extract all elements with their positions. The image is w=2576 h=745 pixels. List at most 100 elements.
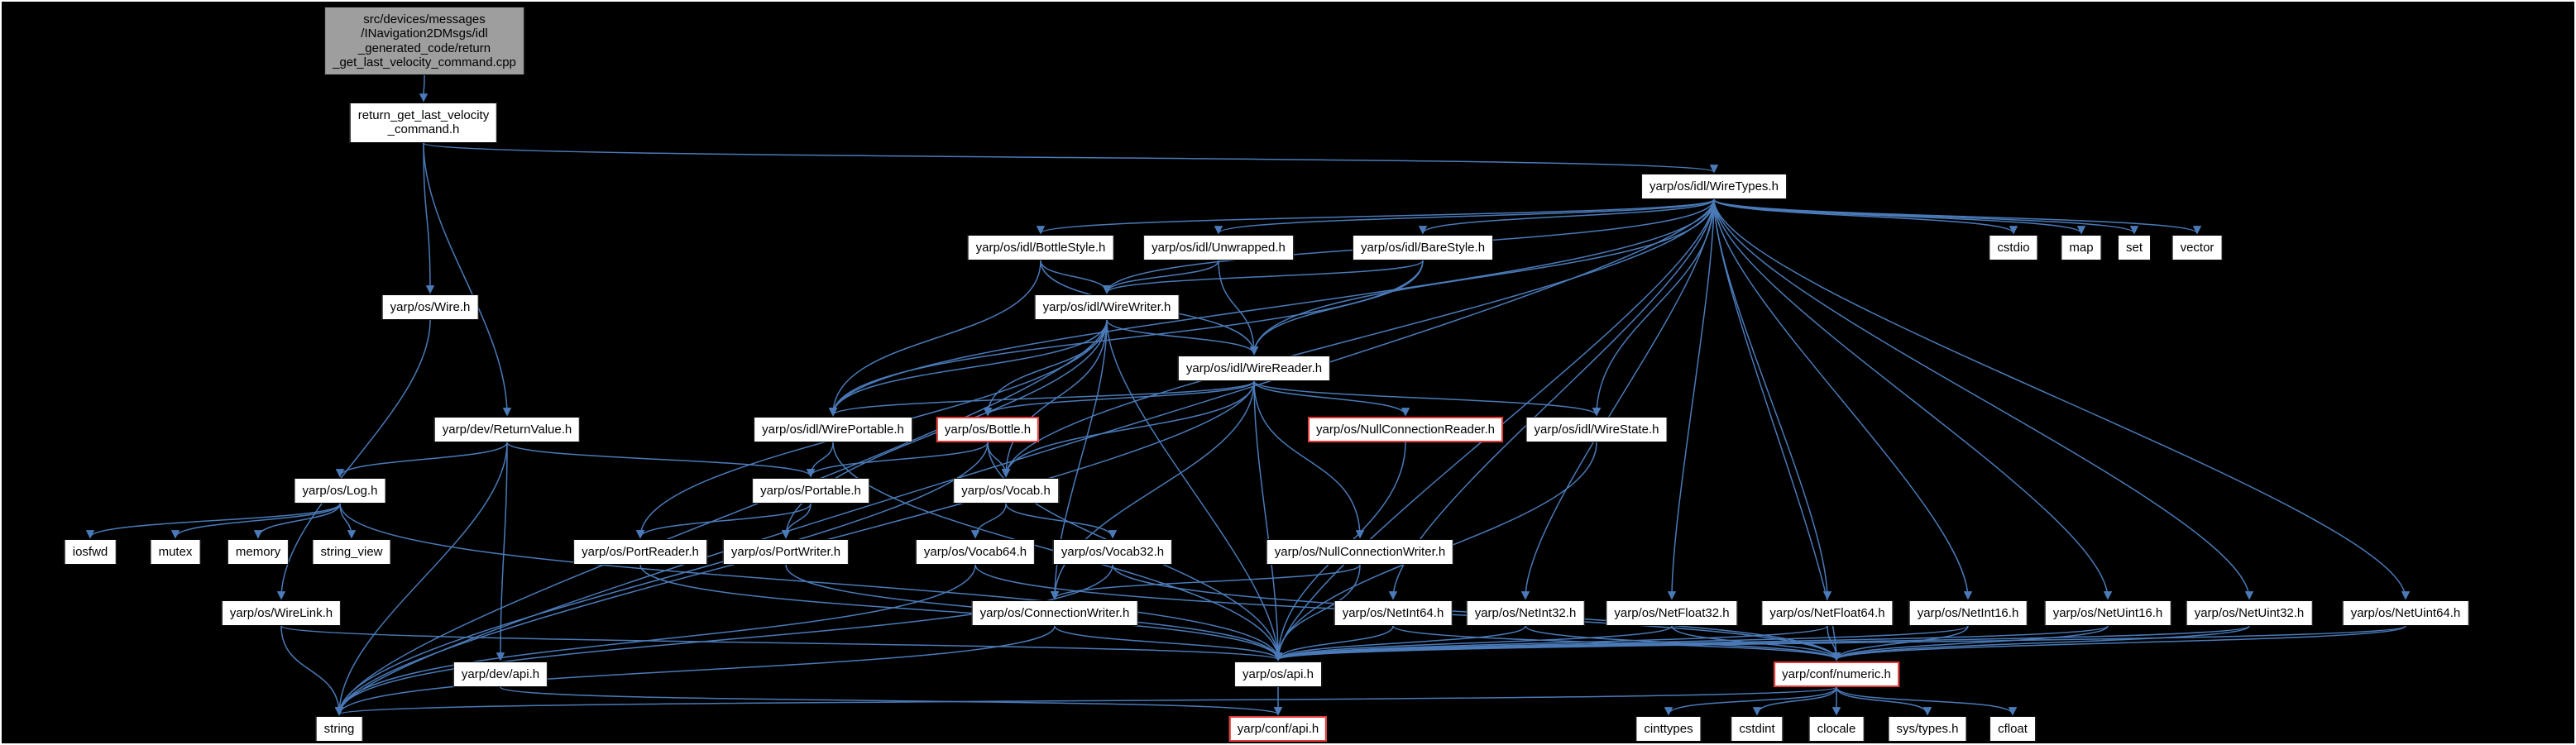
include-edge-wiretypes--netuint16 [1713,198,2113,600]
graph-node-cfloat[interactable]: cfloat [1989,716,2036,743]
include-edge-bottle--portable [806,442,989,478]
graph-node-portable[interactable]: yarp/os/Portable.h [752,478,869,504]
include-edge-numeric--cstdint [1752,686,1837,716]
graph-node-wirewriter[interactable]: yarp/os/idl/WireWriter.h [1034,294,1180,321]
graph-node-devapi[interactable]: yarp/dev/api.h [452,661,548,688]
graph-node-systypes[interactable]: sys/types.h [1888,716,1967,743]
include-edge-returnvalue--portable [506,442,816,478]
include-edge-return_h--wiretypes [423,142,1718,174]
include-edge-bottlestyle--wirewriter [1040,260,1112,294]
graph-node-netfloat32[interactable]: yarp/os/NetFloat32.h [1606,600,1738,627]
include-edge-wiretypes--wirereader [1249,198,1715,356]
include-edge-wirewriter--osapi [1106,319,1283,661]
graph-node-portwriter[interactable]: yarp/os/PortWriter.h [722,539,850,566]
graph-node-bottle[interactable]: yarp/os/Bottle.h [936,417,1040,443]
graph-node-connwriter[interactable]: yarp/os/ConnectionWriter.h [971,600,1138,627]
graph-node-string[interactable]: string [315,716,363,743]
graph-node-bottlestyle[interactable]: yarp/os/idl/BottleStyle.h [967,235,1114,261]
graph-node-netint32[interactable]: yarp/os/NetInt32.h [1466,600,1585,627]
include-edge-return_h--wire [423,142,435,294]
include-edge-wiretypes--cstdio [1713,198,2018,235]
include-edge-wiretypes--netuint32 [1713,198,2254,600]
include-edge-wiretypes--netint16 [1713,198,1973,600]
graph-node-returnvalue[interactable]: yarp/dev/ReturnValue.h [433,417,581,443]
include-edge-wiretypes--unwrapped [1214,198,1715,235]
include-edge-wirereader--osapi [1253,380,1283,661]
graph-node-netuint16[interactable]: yarp/os/NetUint16.h [2044,600,2171,627]
graph-node-wirestate[interactable]: yarp/os/idl/WireState.h [1525,417,1668,443]
graph-node-wire[interactable]: yarp/os/Wire.h [381,294,479,321]
include-edge-barestyle--wirewriter [1102,260,1424,294]
graph-node-osapi[interactable]: yarp/os/api.h [1234,661,1322,688]
graph-node-mutex[interactable]: mutex [150,539,201,566]
include-edge-bottle--string [334,442,989,716]
include-edge-netfloat64--osapi [1274,625,1828,661]
include-edge-log--mutex [170,503,341,539]
graph-node-string_view[interactable]: string_view [312,539,391,566]
include-edge-vocab64--string [334,564,976,716]
graph-node-numeric[interactable]: yarp/conf/numeric.h [1774,661,1899,688]
include-edge-barestyle--wirereader [1249,260,1424,356]
include-edge-wirereader--bottle [983,380,1255,417]
graph-node-vector[interactable]: vector [2171,235,2223,261]
include-edge-wiretypes--numeric [1713,198,1841,661]
graph-node-clocale[interactable]: clocale [1808,716,1865,743]
include-edge-wiretypes--wirestate [1592,198,1715,417]
include-edge-wirelink--string [280,625,344,716]
graph-node-map[interactable]: map [2061,235,2102,261]
include-edge-returnvalue--devapi [496,442,508,661]
graph-node-netuint64[interactable]: yarp/os/NetUint64.h [2342,600,2469,627]
graph-node-confapi[interactable]: yarp/conf/api.h [1228,716,1328,743]
include-edge-wirelink--osapi [280,625,1282,661]
include-edge-wiretypes--vector [1713,198,2202,235]
include-edge-returnvalue--string [334,442,508,716]
graph-node-barestyle[interactable]: yarp/os/idl/BareStyle.h [1352,235,1494,261]
include-edge-wiretypes--barestyle [1418,198,1715,235]
include-edge-vocab32--string [334,564,1113,716]
include-edge-wiretypes--bottlestyle [1037,198,1715,235]
include-edge-wiretypes--vocab [1001,198,1715,478]
include-edge-devapi--confapi [500,686,1282,716]
graph-node-cstdio[interactable]: cstdio [1989,235,2038,261]
graph-node-nullconnwriter[interactable]: yarp/os/NullConnectionWriter.h [1266,539,1454,566]
include-edge-netuint32--numeric [1831,625,2250,661]
graph-node-iosfwd[interactable]: iosfwd [64,539,117,566]
include-edge-nullconnwriter--osapi [1273,564,1361,661]
graph-node-memory[interactable]: memory [227,539,290,566]
include-edge-wirereader--wirestate [1253,380,1602,417]
include-edge-log--memory [253,503,341,539]
graph-node-wirelink[interactable]: yarp/os/WireLink.h [221,600,342,627]
graph-node-cpp[interactable]: src/devices/messages /INavigation2DMsgs/… [324,7,524,75]
include-edge-wirereader--nullconnwriter [1253,380,1365,539]
include-edge-wiretypes--string [334,198,1715,716]
include-edge-bottlestyle--wireportable [828,260,1041,417]
graph-node-vocab32[interactable]: yarp/os/Vocab32.h [1052,539,1173,566]
graph-node-wirereader[interactable]: yarp/os/idl/WireReader.h [1177,356,1331,382]
graph-node-cstdint[interactable]: cstdint [1731,716,1784,743]
graph-node-set[interactable]: set [2117,235,2152,261]
graph-node-netint64[interactable]: yarp/os/NetInt64.h [1333,600,1453,627]
graph-node-nullconnreader[interactable]: yarp/os/NullConnectionReader.h [1308,417,1503,443]
include-edge-wiretypes--netint32 [1520,198,1715,600]
include-edge-wireportable--portable [806,442,834,478]
graph-node-unwrapped[interactable]: yarp/os/idl/Unwrapped.h [1143,235,1294,261]
include-edge-wirewriter--wireportable [828,319,1108,417]
graph-node-netint16[interactable]: yarp/os/NetInt16.h [1908,600,2028,627]
graph-node-vocab[interactable]: yarp/os/Vocab.h [953,478,1059,504]
graph-node-vocab64[interactable]: yarp/os/Vocab64.h [915,539,1036,566]
include-edge-netint16--numeric [1831,625,1969,661]
graph-node-netuint32[interactable]: yarp/os/NetUint32.h [2186,600,2313,627]
include-edge-unwrapped--wirereader [1218,260,1259,356]
graph-node-return_h[interactable]: return_get_last_velocity _command.h [349,103,498,143]
graph-node-netfloat64[interactable]: yarp/os/NetFloat64.h [1761,600,1894,627]
graph-node-wiretypes[interactable]: yarp/os/idl/WireTypes.h [1641,174,1787,200]
include-edge-wiretypes--wireportable [828,198,1715,417]
graph-node-log[interactable]: yarp/os/Log.h [294,478,386,504]
graph-node-wireportable[interactable]: yarp/os/idl/WirePortable.h [754,417,912,443]
graph-node-portreader[interactable]: yarp/os/PortReader.h [573,539,707,566]
graph-node-cinttypes[interactable]: cinttypes [1635,716,1702,743]
edges-group [85,74,2411,716]
include-edge-wirewriter--string [334,319,1108,716]
include-edge-connwriter--osapi [1054,625,1283,661]
